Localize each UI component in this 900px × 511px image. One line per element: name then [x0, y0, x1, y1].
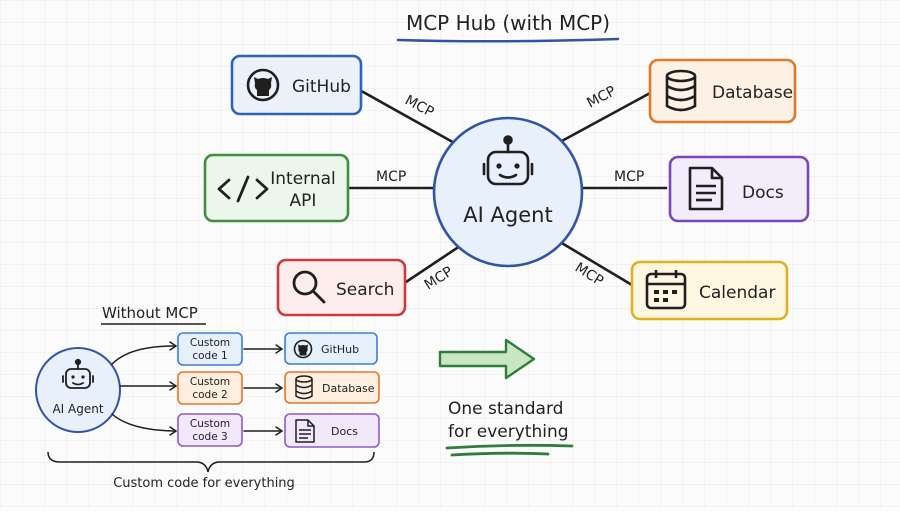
tool-internal-api: Internal API [203, 153, 350, 223]
tool-calendar-label: Calendar [699, 283, 775, 303]
standard-underline-1 [445, 443, 574, 450]
tool-database: Database [648, 58, 797, 124]
custom-code-2-line1: Custom [190, 376, 230, 388]
tool-internal-api-box [203, 153, 350, 223]
target-database-label: Database [322, 382, 375, 395]
tool-internal-api-label-line2: API [290, 191, 317, 211]
target-github: GitHub [284, 332, 378, 365]
custom-code-3-line1: Custom [190, 418, 230, 430]
ai-agent-hub: AI Agent [432, 116, 584, 268]
big-green-arrow [438, 338, 536, 380]
tool-github-label: GitHub [292, 77, 351, 97]
tool-github: GitHub [230, 54, 363, 116]
github-icon-small [293, 339, 313, 359]
spoke-github [354, 86, 460, 147]
tool-internal-api-label-line1: Internal [270, 169, 336, 189]
tool-database-label: Database [712, 83, 793, 103]
without-mcp-agent: AI Agent [35, 347, 121, 433]
database-icon [665, 69, 697, 112]
custom-code-3: Custom code 3 [177, 413, 243, 447]
spoke-calendar [558, 240, 634, 287]
standard-line2: for everything [448, 422, 569, 442]
custom-code-2: Custom code 2 [177, 371, 243, 405]
mcp-label-database: MCP [584, 83, 618, 111]
tool-docs: Docs [668, 155, 810, 223]
target-github-label: GitHub [321, 343, 359, 356]
spoke-search [404, 244, 462, 284]
mcp-label-docs: MCP [614, 169, 644, 185]
tool-docs-box [668, 155, 810, 223]
custom-code-1: Custom code 1 [177, 332, 243, 366]
tool-search: Search [276, 258, 407, 317]
calendar-icon [645, 270, 687, 310]
github-icon [246, 68, 280, 102]
without-mcp-agent-label: AI Agent [52, 402, 103, 416]
tool-database-box [648, 58, 797, 124]
tool-search-label: Search [336, 280, 394, 300]
custom-code-1-line2: code 1 [192, 350, 227, 362]
hub-label: AI Agent [463, 203, 552, 227]
without-mcp-title: Without MCP [102, 304, 198, 322]
spoke-lines [348, 86, 668, 287]
standard-underline-2 [450, 451, 550, 457]
standard-line1: One standard [448, 399, 563, 419]
target-docs-label: Docs [331, 425, 358, 438]
robot-icon [482, 135, 534, 186]
search-icon [292, 270, 326, 304]
code-icon [217, 175, 269, 203]
database-icon-small [295, 375, 313, 400]
title-underline [396, 37, 620, 43]
custom-code-1-line1: Custom [190, 337, 230, 349]
tool-docs-label: Docs [742, 183, 784, 203]
tool-calendar: Calendar [630, 260, 789, 321]
spoke-database [558, 90, 654, 144]
tool-calendar-box [630, 260, 789, 321]
target-docs: Docs [284, 413, 380, 448]
without-mcp-arrows [111, 341, 284, 436]
without-mcp-brace [47, 451, 375, 473]
without-mcp-footer: Custom code for everything [113, 476, 295, 491]
target-database: Database [284, 371, 380, 404]
mcp-label-internal: MCP [376, 169, 406, 185]
document-icon [688, 166, 724, 211]
mcp-label-calendar: MCP [572, 260, 606, 290]
custom-code-3-line2: code 3 [192, 431, 227, 443]
diagram-title: MCP Hub (with MCP) [406, 11, 610, 35]
document-icon-small [295, 419, 315, 443]
custom-code-2-line2: code 2 [192, 389, 227, 401]
robot-icon-small [62, 358, 94, 389]
